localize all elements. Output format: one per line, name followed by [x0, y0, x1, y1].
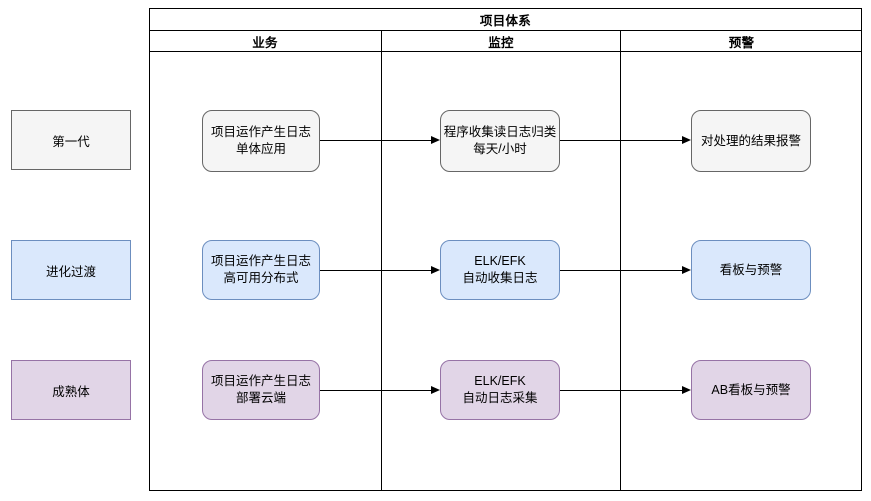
node-business-gen2-line2: 高可用分布式 [223, 271, 299, 285]
arrow-business-to-monitor-gen1 [320, 136, 440, 145]
column-header-monitor-label: 监控 [488, 35, 514, 50]
node-alert-gen2: 看板与预警 [691, 240, 811, 300]
node-business-gen3-line2: 部署云端 [235, 391, 286, 405]
arrow-head-icon [682, 386, 691, 394]
arrow-shaft [560, 390, 683, 391]
node-monitor-gen3: ELK/EFK 自动日志采集 [440, 360, 560, 420]
arrow-shaft [320, 140, 432, 141]
column-header-alert: 预警 [620, 31, 862, 51]
table-column-header-row: 业务 监控 预警 [149, 31, 862, 52]
arrow-monitor-to-alert-gen1 [560, 136, 691, 145]
node-business-gen3-line1: 项目运作产生日志 [210, 374, 311, 388]
arrow-business-to-monitor-gen2 [320, 266, 440, 275]
node-alert-gen1-line1: 对处理的结果报警 [700, 133, 801, 148]
node-monitor-gen2-line1: ELK/EFK [474, 254, 526, 268]
node-business-gen3: 项目运作产生日志 部署云端 [202, 360, 320, 420]
arrow-shaft [320, 270, 432, 271]
node-alert-gen1: 对处理的结果报警 [691, 110, 811, 172]
node-monitor-gen3-line1: ELK/EFK [474, 374, 526, 388]
arrow-head-icon [682, 136, 691, 144]
arrow-business-to-monitor-gen3 [320, 386, 440, 395]
column-header-business: 业务 [149, 31, 381, 51]
column-divider-business-monitor [381, 52, 382, 491]
arrow-shaft [560, 140, 683, 141]
table-title-row: 项目体系 [149, 8, 862, 31]
column-header-business-label: 业务 [252, 35, 278, 50]
node-monitor-gen1-line1: 程序收集读日志归类 [443, 125, 557, 139]
node-monitor-gen3-line2: 自动日志采集 [462, 391, 538, 405]
arrow-monitor-to-alert-gen2 [560, 266, 691, 275]
arrow-head-icon [431, 136, 440, 144]
generation-label-2-text: 进化过渡 [45, 264, 96, 279]
node-business-gen1: 项目运作产生日志 单体应用 [202, 110, 320, 172]
node-monitor-gen2-line2: 自动收集日志 [462, 271, 538, 285]
column-divider-monitor-alert [620, 52, 621, 491]
arrow-head-icon [431, 386, 440, 394]
node-business-gen1-line2: 单体应用 [235, 142, 286, 156]
node-business-gen2: 项目运作产生日志 高可用分布式 [202, 240, 320, 300]
column-header-alert-label: 预警 [728, 35, 755, 50]
arrow-shaft [320, 390, 432, 391]
arrow-monitor-to-alert-gen3 [560, 386, 691, 395]
generation-label-2: 进化过渡 [11, 240, 131, 300]
node-business-gen1-line1: 项目运作产生日志 [210, 125, 311, 139]
arrow-shaft [560, 270, 683, 271]
generation-label-1: 第一代 [11, 110, 131, 170]
arrow-head-icon [431, 266, 440, 274]
arrow-head-icon [682, 266, 691, 274]
generation-label-3: 成熟体 [11, 360, 131, 420]
column-header-monitor: 监控 [381, 31, 620, 51]
generation-label-3-text: 成熟体 [52, 384, 90, 399]
table-frame [149, 8, 862, 491]
node-monitor-gen1: 程序收集读日志归类 每天/小时 [440, 110, 560, 172]
node-alert-gen3: AB看板与预警 [691, 360, 811, 420]
node-monitor-gen2: ELK/EFK 自动收集日志 [440, 240, 560, 300]
generation-label-1-text: 第一代 [52, 134, 90, 149]
node-monitor-gen1-line2: 每天/小时 [473, 142, 527, 156]
node-alert-gen3-line1: AB看板与预警 [711, 382, 791, 397]
node-business-gen2-line1: 项目运作产生日志 [210, 254, 311, 268]
table-title: 项目体系 [479, 13, 532, 28]
node-alert-gen2-line1: 看板与预警 [719, 262, 783, 277]
